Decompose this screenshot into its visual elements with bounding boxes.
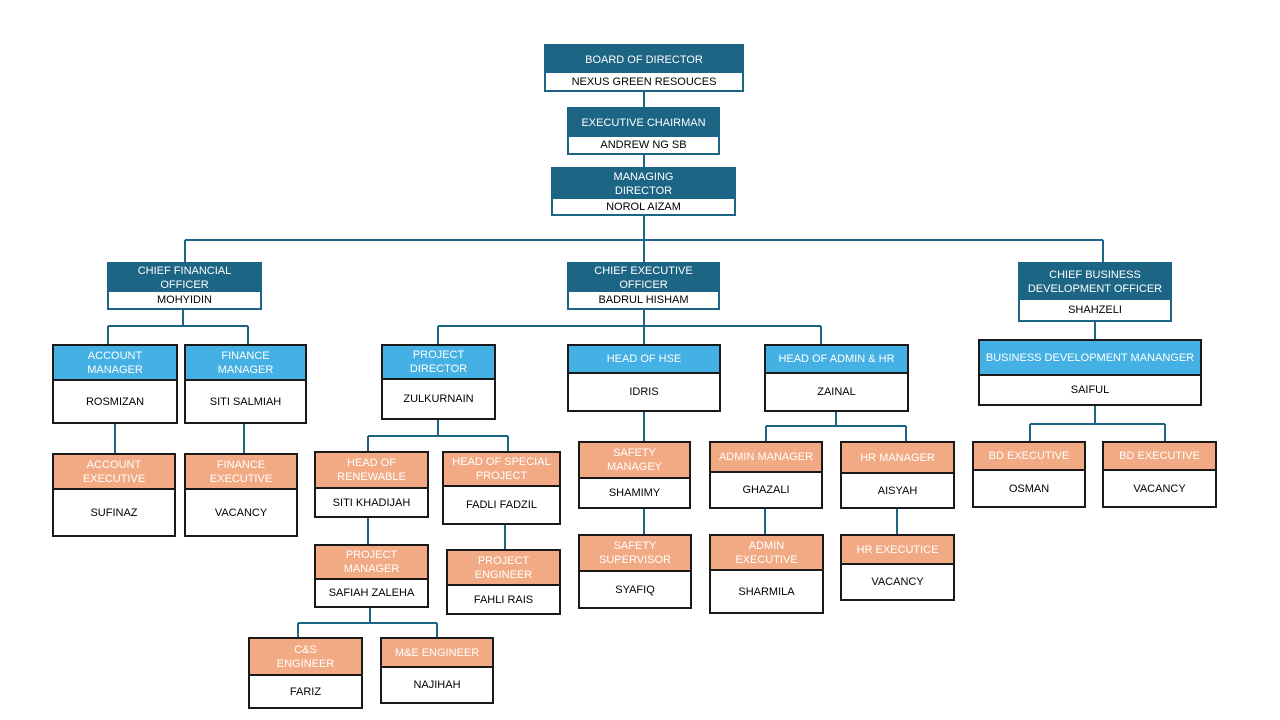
node-title: HEAD OF HSE (569, 346, 719, 374)
node-name: SITI SALMIAH (186, 381, 305, 422)
node-title: SAFETY MANAGEY (580, 443, 689, 479)
bd-executive-box-1: BD EXECUTIVE OSMAN (972, 441, 1086, 508)
node-name: NEXUS GREEN RESOUCES (546, 73, 742, 90)
finance-manager-box: FINANCE MANAGER SITI SALMIAH (184, 344, 307, 424)
node-name: NAJIHAH (382, 668, 492, 702)
node-title: EXECUTIVE CHAIRMAN (569, 109, 718, 137)
node-name: VACANCY (1104, 471, 1215, 506)
node-title: HEAD OF RENEWABLE (316, 453, 427, 489)
project-engineer-box: PROJECT ENGINEER FAHLI RAIS (446, 549, 561, 615)
node-name: ZULKURNAIN (383, 380, 494, 418)
node-title: BD EXECUTIVE (1104, 443, 1215, 471)
node-name: VACANCY (842, 565, 953, 599)
node-name: SAIFUL (980, 376, 1200, 404)
node-title: PROJECT MANAGER (316, 546, 427, 580)
node-title: FINANCE MANAGER (186, 346, 305, 381)
head-of-hse-box: HEAD OF HSE IDRIS (567, 344, 721, 412)
node-name: OSMAN (974, 471, 1084, 506)
node-title: FINANCE EXECUTIVE (186, 455, 296, 490)
safety-manager-box: SAFETY MANAGEY SHAMIMY (578, 441, 691, 509)
board-of-director-box: BOARD OF DIRECTOR NEXUS GREEN RESOUCES (544, 44, 744, 92)
me-engineer-box: M&E ENGINEER NAJIHAH (380, 637, 494, 704)
cbdo-box: CHIEF BUSINESS DEVELOPMENT OFFICER SHAHZ… (1018, 262, 1172, 322)
node-title: BUSINESS DEVELOPMENT MANANGER (980, 341, 1200, 376)
head-of-renewable-box: HEAD OF RENEWABLE SITI KHADIJAH (314, 451, 429, 518)
node-name: FAHLI RAIS (448, 586, 559, 613)
node-title: HR MANAGER (842, 443, 953, 474)
node-title: ADMIN MANAGER (711, 443, 821, 473)
node-title: ACCOUNT EXECUTIVE (54, 455, 174, 490)
node-title: MANAGING DIRECTOR (553, 169, 734, 199)
cs-engineer-box: C&S ENGINEER FARIZ (248, 637, 363, 709)
node-title: PROJECT ENGINEER (448, 551, 559, 586)
node-name: FARIZ (250, 676, 361, 707)
node-title: M&E ENGINEER (382, 639, 492, 668)
node-title: BD EXECUTIVE (974, 443, 1084, 471)
node-title: SAFETY SUPERVISOR (580, 536, 690, 572)
node-name: AISYAH (842, 474, 953, 507)
node-name: NOROL AIZAM (553, 199, 734, 214)
account-executive-box: ACCOUNT EXECUTIVE SUFINAZ (52, 453, 176, 537)
node-title: CHIEF EXECUTIVE OFFICER (569, 264, 718, 292)
cfo-box: CHIEF FINANCIAL OFFICER MOHYIDIN (107, 262, 262, 310)
bd-manager-box: BUSINESS DEVELOPMENT MANANGER SAIFUL (978, 339, 1202, 406)
node-title: HEAD OF SPECIAL PROJECT (444, 453, 559, 487)
node-name: SHARMILA (711, 571, 822, 612)
safety-supervisor-box: SAFETY SUPERVISOR SYAFIQ (578, 534, 692, 609)
node-name: BADRUL HISHAM (569, 292, 718, 308)
node-name: SITI KHADIJAH (316, 489, 427, 516)
node-title: C&S ENGINEER (250, 639, 361, 676)
hr-manager-box: HR MANAGER AISYAH (840, 441, 955, 509)
project-director-box: PROJECT DIRECTOR ZULKURNAIN (381, 344, 496, 420)
managing-director-box: MANAGING DIRECTOR NOROL AIZAM (551, 167, 736, 216)
node-title: BOARD OF DIRECTOR (546, 46, 742, 73)
node-name: VACANCY (186, 490, 296, 535)
node-title: CHIEF FINANCIAL OFFICER (109, 264, 260, 292)
head-of-admin-hr-box: HEAD OF ADMIN & HR ZAINAL (764, 344, 909, 412)
account-manager-box: ACCOUNT MANAGER ROSMIZAN (52, 344, 178, 424)
node-name: SUFINAZ (54, 490, 174, 535)
hr-executive-box: HR EXECUTICE VACANCY (840, 534, 955, 601)
node-name: SAFIAH ZALEHA (316, 580, 427, 606)
admin-executive-box: ADMIN EXECUTIVE SHARMILA (709, 534, 824, 614)
executive-chairman-box: EXECUTIVE CHAIRMAN ANDREW NG SB (567, 107, 720, 155)
node-title: ACCOUNT MANAGER (54, 346, 176, 381)
node-title: HEAD OF ADMIN & HR (766, 346, 907, 374)
node-title: HR EXECUTICE (842, 536, 953, 565)
head-of-special-project-box: HEAD OF SPECIAL PROJECT FADLI FADZIL (442, 451, 561, 525)
finance-executive-box: FINANCE EXECUTIVE VACANCY (184, 453, 298, 537)
node-name: ZAINAL (766, 374, 907, 410)
node-name: ROSMIZAN (54, 381, 176, 422)
node-name: MOHYIDIN (109, 292, 260, 308)
node-title: CHIEF BUSINESS DEVELOPMENT OFFICER (1020, 264, 1170, 300)
admin-manager-box: ADMIN MANAGER GHAZALI (709, 441, 823, 509)
node-name: SYAFIQ (580, 572, 690, 607)
node-name: SHAMIMY (580, 479, 689, 507)
node-name: ANDREW NG SB (569, 137, 718, 153)
node-name: FADLI FADZIL (444, 487, 559, 523)
node-title: PROJECT DIRECTOR (383, 346, 494, 380)
node-name: SHAHZELI (1020, 300, 1170, 320)
ceo-box: CHIEF EXECUTIVE OFFICER BADRUL HISHAM (567, 262, 720, 310)
node-name: IDRIS (569, 374, 719, 410)
project-manager-box: PROJECT MANAGER SAFIAH ZALEHA (314, 544, 429, 608)
node-title: ADMIN EXECUTIVE (711, 536, 822, 571)
node-name: GHAZALI (711, 473, 821, 507)
bd-executive-box-2: BD EXECUTIVE VACANCY (1102, 441, 1217, 508)
